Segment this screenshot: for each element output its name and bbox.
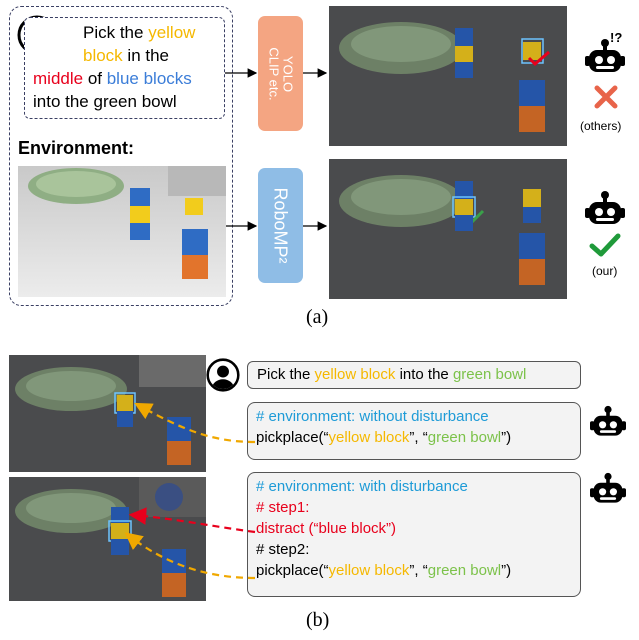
instr-b-w2: yellow block bbox=[314, 366, 396, 383]
environment-photo bbox=[18, 166, 226, 297]
robomp2-robot-icon bbox=[585, 190, 625, 230]
code2-distract: distract (“blue block”) bbox=[256, 520, 397, 537]
instr-a-w5: middle bbox=[33, 69, 84, 88]
code2-call: pickplace(“yellow block”, “green bowl”) bbox=[256, 560, 572, 581]
instr-a-w3: block bbox=[83, 46, 123, 65]
baseline-result-photo bbox=[329, 6, 567, 146]
code1-comment: # environment: without disturbance bbox=[256, 408, 489, 425]
arrow-pickplace-to-scene1 bbox=[134, 402, 256, 444]
cross-icon bbox=[594, 85, 618, 109]
robomp2-model-box: RoboMP² bbox=[258, 168, 303, 283]
environment-label: Environment: bbox=[18, 138, 135, 158]
instruction-text-a: Pick the yellow block in the bbox=[83, 21, 223, 67]
code1-arg1: yellow block bbox=[328, 429, 410, 446]
panel-b-arrows bbox=[124, 402, 256, 580]
code2-step2: # step2: bbox=[256, 541, 310, 558]
instruction-bubble-a bbox=[24, 17, 225, 119]
question-mark-icon: !? bbox=[610, 30, 623, 45]
scene-without-disturbance bbox=[9, 355, 206, 472]
instr-b-w3: into the bbox=[395, 366, 453, 383]
code1-call: pickplace(“yellow block”, “green bowl”) bbox=[256, 427, 572, 448]
instr-b-w1: Pick the bbox=[257, 366, 315, 383]
code1-sep: ”, “ bbox=[409, 429, 428, 446]
code2-sep: ”, “ bbox=[409, 562, 428, 579]
arrow-distract-to-scene2 bbox=[128, 507, 256, 534]
caption-b: (b) bbox=[306, 609, 330, 631]
code2-arg1: yellow block bbox=[328, 562, 410, 579]
panel-a-input-frame bbox=[9, 6, 233, 306]
scene-with-disturbance bbox=[9, 477, 206, 601]
arrow-pickplace-to-scene2 bbox=[124, 532, 256, 580]
baseline-model-box: YOLO CLIP etc. bbox=[258, 16, 303, 131]
code1-arg2: green bowl bbox=[427, 429, 502, 446]
instr-b-w4: green bowl bbox=[452, 366, 527, 383]
instruction-bubble-b: Pick the yellow block into the green bow… bbox=[247, 361, 581, 389]
ours-label: (our) bbox=[592, 264, 618, 278]
instr-a-w2: yellow bbox=[148, 23, 196, 42]
code2-call-end: ”) bbox=[501, 562, 512, 579]
others-label: (others) bbox=[580, 119, 622, 133]
code1-call-start: pickplace(“ bbox=[256, 429, 329, 446]
code1-call-end: ”) bbox=[501, 429, 512, 446]
code-box-without-disturbance: # environment: without disturbance pickp… bbox=[247, 402, 581, 460]
instruction-text-a2: middle of blue blocks into the green bow… bbox=[33, 67, 223, 113]
instr-a-w8: into the green bowl bbox=[33, 92, 177, 111]
caption-a: (a) bbox=[306, 306, 329, 328]
instr-a-w7: blue blocks bbox=[106, 69, 192, 88]
instr-a-w4: in the bbox=[122, 46, 169, 65]
code2-call-start: pickplace(“ bbox=[256, 562, 329, 579]
instr-a-w1: Pick the bbox=[83, 23, 149, 42]
instr-a-w6: of bbox=[83, 69, 107, 88]
check-icon bbox=[589, 233, 621, 257]
code2-arg2: green bowl bbox=[427, 562, 502, 579]
robomp2-result-photo bbox=[329, 159, 567, 299]
code-box-with-disturbance: # environment: with disturbance # step1:… bbox=[247, 472, 581, 597]
panel-a-arrows bbox=[225, 68, 328, 231]
code2-comment: # environment: with disturbance bbox=[256, 478, 468, 495]
code2-step1: # step1: bbox=[256, 499, 310, 516]
